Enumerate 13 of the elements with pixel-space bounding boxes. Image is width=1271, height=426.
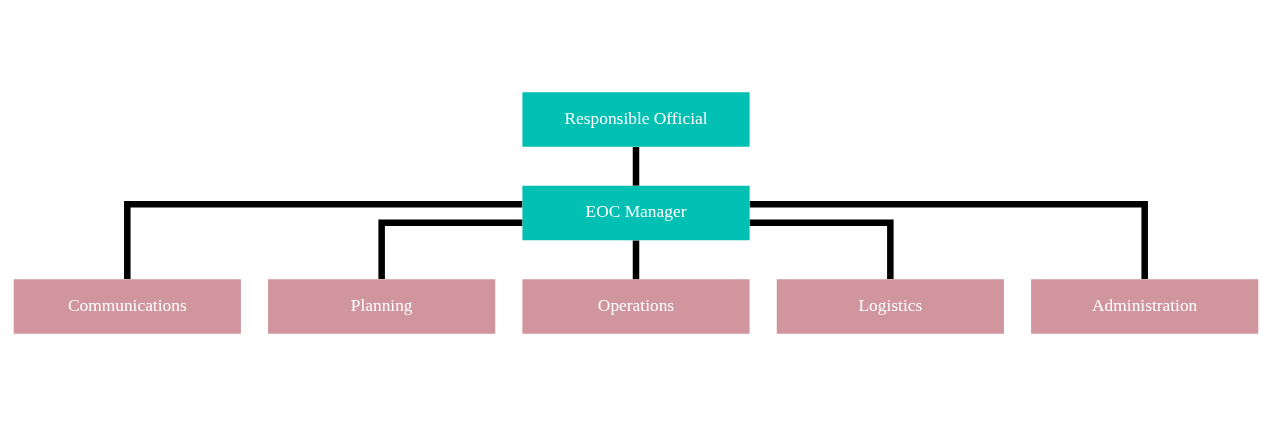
connector (632, 240, 639, 280)
node-box: Responsible Official (521, 92, 750, 147)
node-box: EOC Manager (521, 185, 750, 241)
node-box: Administration (1030, 279, 1258, 334)
connector (123, 201, 522, 280)
connector (749, 201, 1148, 280)
node-box: Planning (267, 279, 495, 334)
connector (377, 219, 522, 280)
node-box: Communications (13, 279, 241, 334)
connector (632, 147, 639, 186)
node-box: Logistics (776, 279, 1004, 334)
connector (749, 219, 894, 280)
node-box: Operations (521, 279, 750, 334)
